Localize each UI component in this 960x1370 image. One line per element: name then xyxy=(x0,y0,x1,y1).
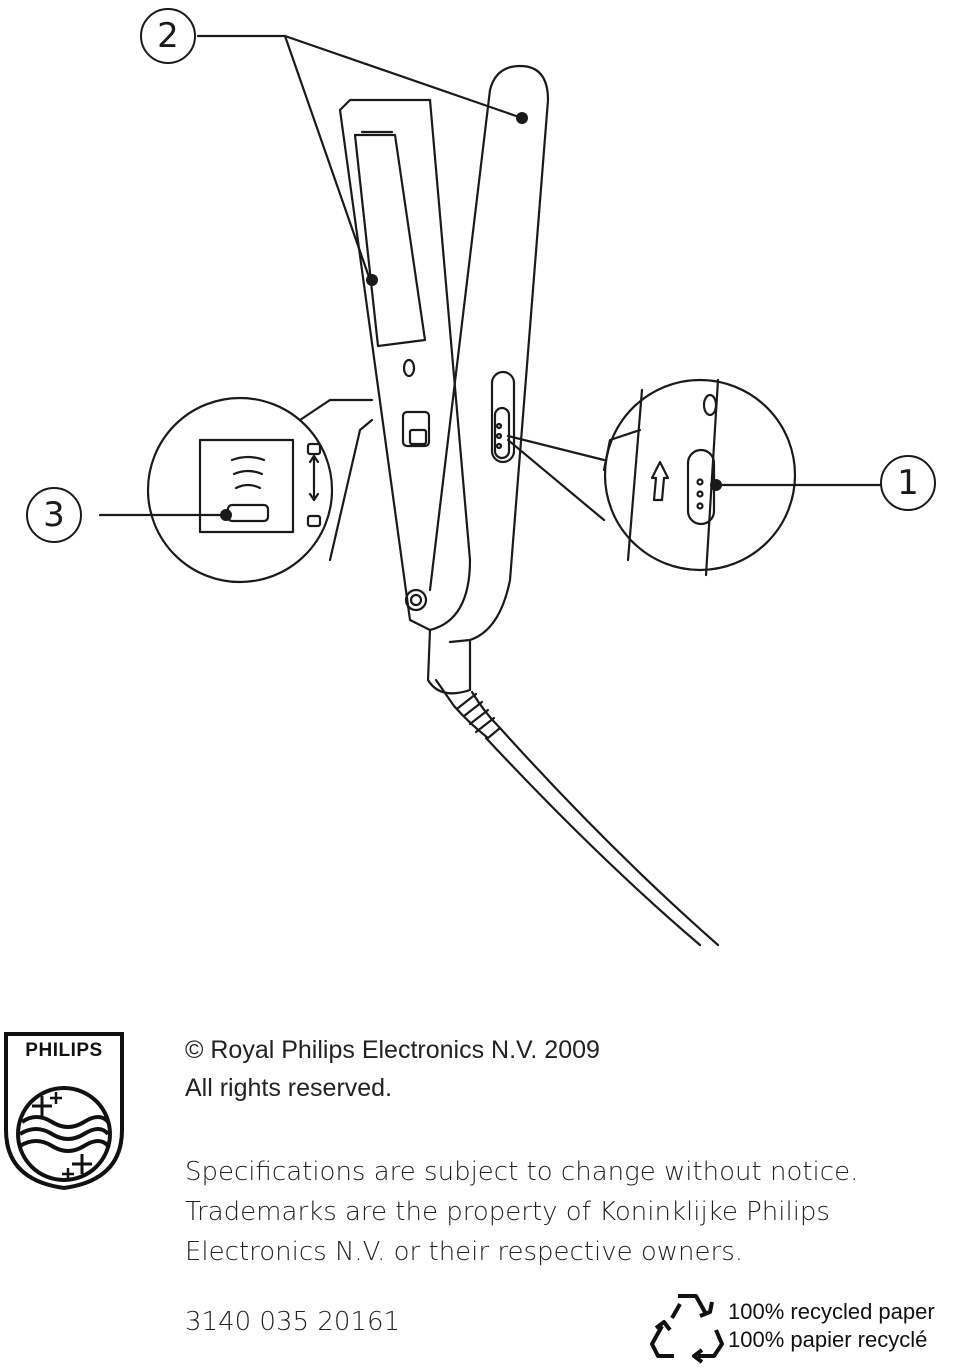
document-code: 3140 035 20161 xyxy=(185,1307,401,1337)
philips-shield-icon xyxy=(4,1032,124,1191)
callout-number-3: 3 xyxy=(26,487,82,543)
copyright-line-1: © Royal Philips Electronics N.V. 2009 xyxy=(185,1036,600,1064)
recycled-paper-mark: 100% recycled paper 100% papier recyclé xyxy=(650,1290,960,1366)
copyright-notice: © Royal Philips Electronics N.V. 2009 Al… xyxy=(185,1031,600,1107)
recycled-line-2: 100% papier recyclé xyxy=(728,1327,928,1352)
callout-number-1: 1 xyxy=(880,455,936,511)
notice-line-2: Trademarks are the property of Koninklij… xyxy=(185,1197,830,1227)
legal-notice: Specifications are subject to change wit… xyxy=(185,1152,905,1272)
callout-number-2: 2 xyxy=(140,8,196,64)
recycled-line-1: 100% recycled paper xyxy=(728,1299,935,1324)
notice-line-1: Specifications are subject to change wit… xyxy=(185,1157,859,1187)
notice-line-3: Electronics N.V. or their respective own… xyxy=(185,1237,744,1267)
hair-straightener-drawing xyxy=(98,34,882,947)
philips-logo: PHILIPS xyxy=(2,1030,126,1191)
recycle-icon xyxy=(650,1294,724,1364)
copyright-line-2: All rights reserved. xyxy=(185,1074,393,1102)
logo-wordmark: PHILIPS xyxy=(25,1040,103,1061)
product-illustration: 2 1 3 xyxy=(26,8,936,947)
